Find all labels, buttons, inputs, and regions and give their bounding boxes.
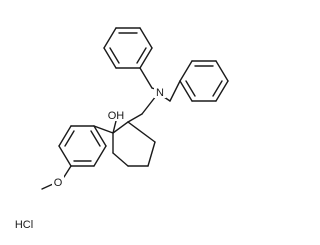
hydrochloride-label: HCl [15,219,33,231]
amine-linkers [127,67,181,123]
structure-diagram: N OH O HCl [15,27,229,231]
nitrogen-label: N [156,87,164,99]
hydroxyl-label: OH [108,110,125,122]
methoxy-oxygen-label: O [54,177,63,189]
molecule-canvas: N OH O HCl [14,27,229,231]
atom-labels: N OH O HCl [15,85,166,231]
benzyl-ring-left [103,27,153,69]
methoxyphenyl-ring [41,125,114,190]
benzyl-ring-right [179,60,229,102]
cyclohexane-ring [112,120,156,167]
